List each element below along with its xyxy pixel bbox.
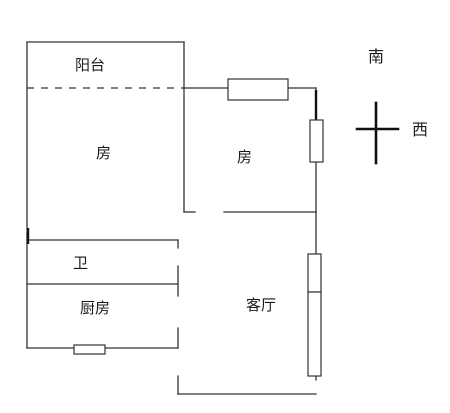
room-label-living-room: 客厅 xyxy=(246,296,277,314)
window-right-bedroom-side xyxy=(309,119,324,163)
window-living-lower xyxy=(307,291,322,377)
room-label-bathroom: 卫 xyxy=(73,254,89,272)
room-label-bedroom-left: 房 xyxy=(96,144,112,162)
room-label-balcony: 阳台 xyxy=(75,56,106,74)
room-label-kitchen: 厨房 xyxy=(80,299,111,317)
compass-label-west: 西 xyxy=(412,120,429,139)
window-kitchen xyxy=(73,344,106,355)
room-label-bedroom-right: 房 xyxy=(237,148,253,166)
window-right-bedroom-top xyxy=(227,78,289,101)
compass-cross xyxy=(355,101,400,165)
window-living-upper xyxy=(307,253,322,293)
compass-label-south: 南 xyxy=(368,47,385,66)
